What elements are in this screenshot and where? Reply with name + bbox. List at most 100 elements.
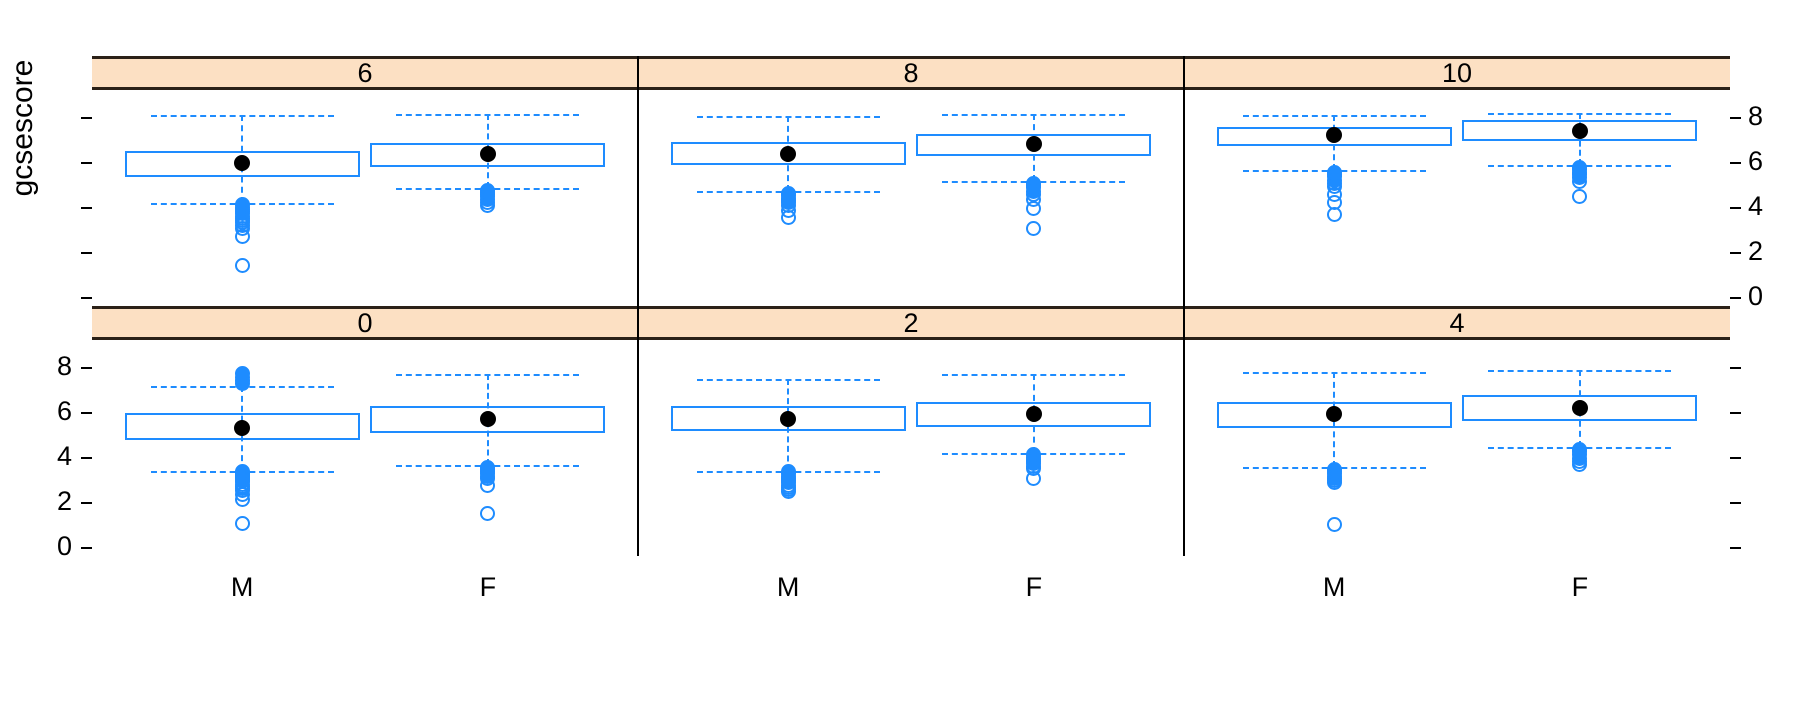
y-tick-left-top-row — [81, 117, 92, 119]
outlier-point — [234, 515, 250, 531]
y-tick-right-bottom-row — [1730, 367, 1741, 369]
panel-column-separator — [637, 56, 639, 556]
strip-label: 6 — [357, 57, 373, 88]
panel-region-8 — [638, 90, 1184, 306]
outlier-point — [234, 492, 250, 508]
median-dot — [1326, 127, 1343, 143]
iqr-box — [370, 142, 606, 167]
panel-2: 2 — [638, 306, 1184, 556]
median-dot — [1571, 399, 1588, 416]
strip-header-8: 8 — [638, 56, 1184, 90]
y-axis-label-right: 2 — [1748, 236, 1764, 266]
panel-region-10 — [1184, 90, 1730, 306]
median-dot — [234, 155, 251, 172]
y-tick-right-top-row — [1730, 252, 1741, 254]
y-axis-label-left: 6 — [56, 396, 72, 426]
strip-label: 4 — [1449, 307, 1465, 338]
median-dot — [1025, 136, 1042, 152]
x-axis-label-m: M — [776, 572, 800, 602]
iqr-box — [1462, 120, 1698, 141]
panel-4: 4 — [1184, 306, 1730, 556]
outlier-point — [480, 477, 496, 493]
iqr-box — [1462, 395, 1698, 421]
iqr-box — [916, 401, 1152, 427]
strip-header-2: 2 — [638, 306, 1184, 340]
x-axis-label-m: M — [1322, 572, 1346, 602]
y-tick-left-top-row — [81, 162, 92, 164]
iqr-box — [124, 150, 360, 177]
median-dot — [780, 410, 797, 427]
y-axis-label-right: 4 — [1748, 191, 1764, 221]
outlier-point — [1572, 457, 1588, 473]
strip-header-0: 0 — [92, 306, 638, 340]
panel-region-0 — [92, 340, 638, 556]
median-dot — [479, 146, 496, 163]
outlier-point — [234, 366, 250, 382]
strip-header-4: 4 — [1184, 306, 1730, 340]
y-tick-right-bottom-row — [1730, 502, 1741, 504]
y-tick-right-bottom-row — [1730, 547, 1741, 549]
panel-10: 10 — [1184, 56, 1730, 306]
iqr-box — [670, 141, 906, 166]
y-tick-right-bottom-row — [1730, 457, 1741, 459]
y-tick-left-top-row — [81, 252, 92, 254]
y-axis-label-left: 0 — [56, 531, 72, 561]
y-tick-left-bottom-row — [81, 502, 92, 504]
strip-label: 2 — [903, 307, 919, 338]
outlier-point — [480, 505, 496, 521]
y-axis-label-right: 0 — [1748, 281, 1764, 311]
panel-6: 6 — [92, 56, 638, 306]
y-tick-left-bottom-row — [81, 457, 92, 459]
outlier-point — [1026, 200, 1042, 216]
panel-0: 0 — [92, 306, 638, 556]
median-dot — [1025, 406, 1042, 423]
y-tick-right-bottom-row — [1730, 412, 1741, 414]
strip-label: 8 — [903, 57, 919, 88]
median-dot — [234, 419, 251, 436]
y-axis-label-left: 2 — [56, 486, 72, 516]
outlier-point — [780, 209, 796, 225]
outlier-point — [1572, 189, 1588, 205]
outlier-point — [1572, 173, 1588, 189]
iqr-box — [124, 413, 360, 441]
x-axis-label-f: F — [1025, 572, 1043, 602]
upper-whisker-cap — [696, 115, 880, 118]
panel-grid: 0 2 4 6 8 10 — [92, 56, 1730, 556]
outlier-point — [234, 258, 250, 273]
y-axis-label-right: 8 — [1748, 101, 1764, 131]
outlier-point — [1326, 475, 1342, 491]
y-tick-right-top-row — [1730, 117, 1741, 119]
outlier-point — [1326, 517, 1342, 532]
upper-whisker-cap — [942, 373, 1126, 376]
y-tick-left-bottom-row — [81, 547, 92, 549]
upper-whisker-cap — [1242, 371, 1426, 374]
upper-whisker-cap — [396, 113, 580, 116]
median-dot — [1571, 122, 1588, 139]
y-tick-right-top-row — [1730, 207, 1741, 209]
panel-8: 8 — [638, 56, 1184, 306]
x-axis-label-m: M — [230, 572, 254, 602]
outlier-point — [234, 228, 250, 244]
outlier-point — [1026, 220, 1042, 236]
iqr-box — [916, 133, 1152, 157]
median-dot — [1326, 406, 1343, 423]
upper-whisker-cap — [942, 113, 1126, 116]
strip-header-6: 6 — [92, 56, 638, 90]
strip-label: 10 — [1441, 57, 1473, 88]
y-tick-left-bottom-row — [81, 367, 92, 369]
iqr-box — [370, 406, 606, 434]
median-dot — [479, 410, 496, 427]
y-tick-right-top-row — [1730, 297, 1741, 299]
upper-whisker-cap — [1242, 114, 1426, 117]
panel-region-2 — [638, 340, 1184, 556]
iqr-box — [670, 406, 906, 432]
strip-header-10: 10 — [1184, 56, 1730, 90]
upper-whisker-cap — [1488, 370, 1672, 373]
outlier-point — [1326, 207, 1342, 223]
outlier-point — [480, 198, 496, 214]
strip-label: 0 — [357, 307, 373, 338]
upper-whisker-cap — [150, 114, 334, 117]
y-tick-left-bottom-row — [81, 412, 92, 414]
upper-whisker-cap — [696, 379, 880, 382]
